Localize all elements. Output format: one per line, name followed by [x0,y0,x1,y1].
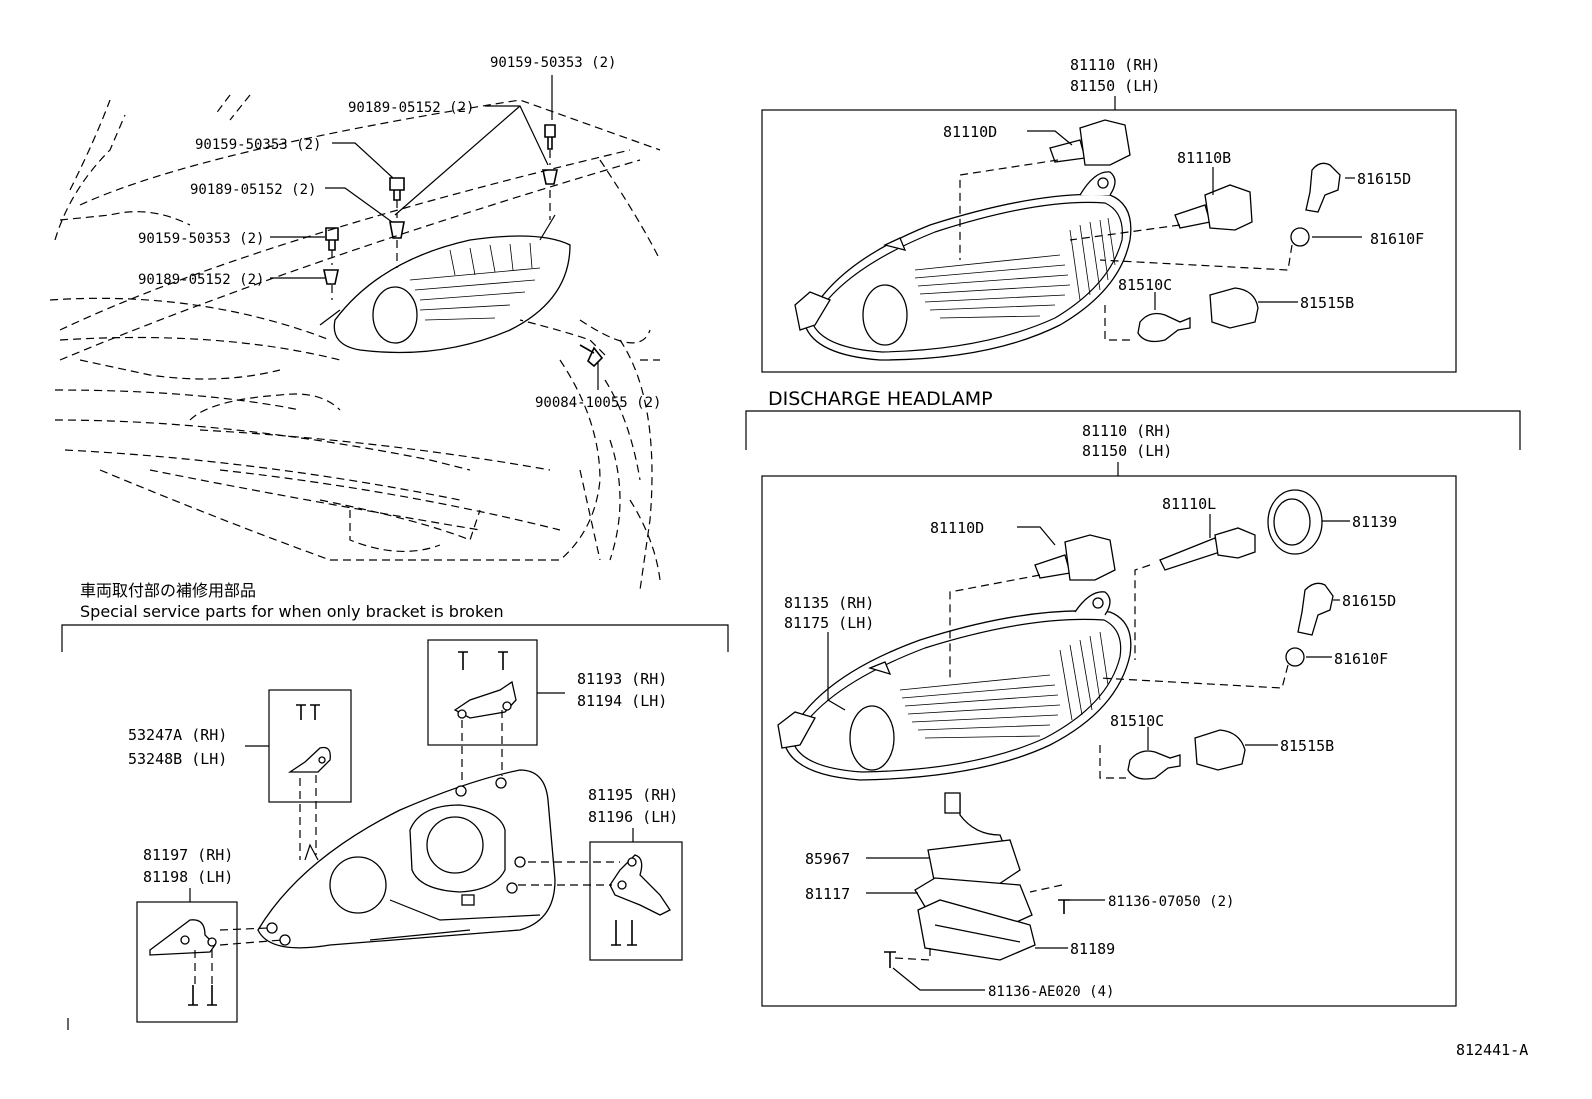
label-81150-lh-top: 81150 (LH) [1070,77,1160,95]
bulb-81110l-discharge [1134,527,1256,660]
label-81136-07050: 81136-07050 (2) [1108,894,1234,910]
left-label-texts: 90159-50353 (2) 90189-05152 (2) 90159-50… [138,55,661,411]
label-90159-50353-top: 90159-50353 (2) [490,55,616,71]
leader-81135 [827,632,846,711]
frame-discharge [761,475,1457,1007]
label-81110b-top: 81110B [1177,149,1231,167]
label-81610f-discharge: 81610F [1334,650,1388,668]
note-japanese: 車両取付部の補修用部品 [80,581,256,600]
label-53247a-rh: 53247A (RH) [128,726,227,744]
label-81110d-discharge: 81110D [930,519,984,537]
label-85967: 85967 [805,850,850,868]
label-81193-rh: 81193 (RH) [577,670,667,688]
label-81610f-top: 81610F [1370,230,1424,248]
left-fasteners [323,124,606,368]
leader-81110d-top [1027,130,1073,146]
service-bracket-frame [61,624,729,652]
label-81117: 81117 [805,885,850,903]
label-81150-lh-discharge: 81150 (LH) [1082,442,1172,460]
label-81135-rh: 81135 (RH) [784,594,874,612]
label-81175-lh: 81175 (LH) [784,614,874,632]
label-81110l-discharge: 81110L [1162,495,1216,513]
label-81189: 81189 [1070,940,1115,958]
label-81515b-discharge: 81515B [1280,737,1334,755]
label-81136-ae020: 81136-AE020 (4) [988,984,1114,1000]
bulb-81110d-discharge [949,534,1116,680]
car-front-illustration [49,94,661,591]
label-81615d-discharge: 81615D [1342,592,1396,610]
side-bulb-discharge [1099,582,1334,689]
label-81510c-discharge: 81510C [1110,712,1164,730]
label-81510c-top: 81510C [1118,276,1172,294]
frame-top-right [761,109,1457,373]
label-81110-rh-discharge: 81110 (RH) [1082,422,1172,440]
label-81196-lh: 81196 (LH) [588,808,678,826]
bulb-81110d-top [959,119,1131,260]
label-90159-50353-mid: 90159-50353 (2) [195,137,321,153]
bracket-box-53247a [245,689,352,860]
label-81194-lh: 81194 (LH) [577,692,667,710]
label-90189-05152-mid: 90189-05152 (2) [190,182,316,198]
bulb-socket-discharge [1099,729,1246,780]
bulb-81110b-top [1069,184,1253,241]
side-bulb-top [1099,162,1341,271]
label-90159-50353-low: 90159-50353 (2) [138,231,264,247]
lamp-housing-back [257,769,556,949]
label-53248b-lh: 53248B (LH) [128,750,227,768]
bracket-box-81195 [518,828,683,961]
label-81615d-top: 81615D [1357,170,1411,188]
label-90084-10055: 90084-10055 (2) [535,395,661,411]
label-90189-05152-top: 90189-05152 (2) [348,100,474,116]
figure-code: 812441-A [1456,1041,1528,1059]
discharge-title: DISCHARGE HEADLAMP [768,388,993,410]
bracket-box-81197 [136,888,283,1023]
label-81197-rh: 81197 (RH) [143,846,233,864]
note-english: Special service parts for when only brac… [80,602,504,621]
label-81139: 81139 [1352,513,1397,531]
bracket-box-81193 [427,639,565,785]
left-leaders [270,75,599,390]
cap-81139 [1267,489,1323,555]
leader-81110d-discharge [1017,526,1056,546]
label-81110-rh-top: 81110 (RH) [1070,56,1160,74]
label-81195-rh: 81195 (RH) [588,786,678,804]
label-81515b-top: 81515B [1300,294,1354,312]
leader-81136-ae020 [892,967,985,991]
headlamp-discharge [777,591,1132,781]
discharge-bracket-frame [745,410,1521,450]
headlamp-top-right [794,171,1132,361]
ballast-assembly [884,792,1070,968]
label-81110d-top: 81110D [943,123,997,141]
bulb-socket-top [1104,287,1259,343]
label-90189-05152-low: 90189-05152 (2) [138,272,264,288]
label-81198-lh: 81198 (LH) [143,868,233,886]
